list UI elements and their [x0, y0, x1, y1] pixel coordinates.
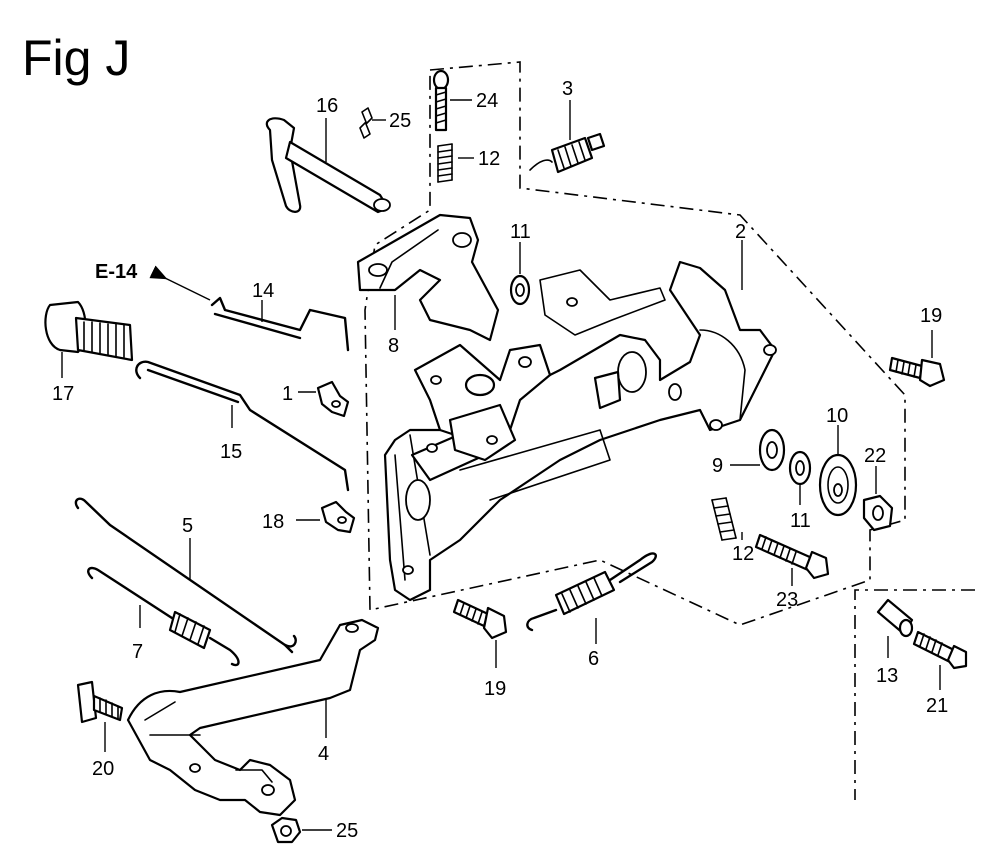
- spring-rod-part-7: [87, 566, 240, 667]
- callout-1: 1: [282, 383, 293, 405]
- callout-20: 20: [92, 758, 114, 780]
- nut-part-25: [270, 816, 302, 844]
- callout-15: 15: [220, 441, 242, 463]
- callout-11-lower: 11: [790, 510, 811, 532]
- screw-part-24: [432, 69, 450, 132]
- callout-19-upper: 19: [920, 305, 942, 327]
- callout-4: 4: [318, 743, 329, 765]
- callout-17: 17: [52, 383, 74, 405]
- figure-title: Fig J: [22, 30, 130, 86]
- callout-14: 14: [252, 280, 274, 302]
- washer-part-11-lower: [788, 450, 812, 486]
- governor-lever-plate: [413, 343, 552, 462]
- callout-23: 23: [776, 589, 798, 611]
- control-base-part-2: [383, 260, 777, 602]
- callout-18: 18: [262, 511, 284, 533]
- callout-16: 16: [316, 95, 338, 117]
- spring-part-12-top: [437, 143, 453, 183]
- callout-21: 21: [926, 695, 948, 717]
- callout-9: 9: [712, 455, 723, 477]
- governor-spring-part-6: [526, 552, 657, 632]
- callout-19-lower: 19: [484, 678, 506, 700]
- throttle-rod-part-15: [135, 360, 350, 492]
- bolt-part-20: [76, 680, 124, 724]
- callout-6: 6: [588, 648, 599, 670]
- spring-part-12-lower: [711, 497, 737, 541]
- callout-8: 8: [388, 335, 399, 357]
- flange-bolt-part-19-lower: [452, 598, 508, 640]
- nut-part-22: [862, 494, 894, 532]
- flange-bolt-part-19-upper: [888, 356, 946, 388]
- callout-12-lower: 12: [732, 543, 754, 565]
- callout-7: 7: [132, 641, 143, 663]
- callout-11-upper: 11: [510, 221, 531, 243]
- rod-part-14: [210, 296, 350, 352]
- callout-10: 10: [826, 405, 848, 427]
- clip-part-1: [316, 380, 350, 418]
- assembly-outline: [364, 61, 906, 626]
- callout-5: 5: [182, 515, 193, 537]
- callout-25: 25: [336, 820, 358, 842]
- throttle-lever-part-4: [126, 618, 380, 817]
- callout-13: 13: [876, 665, 898, 687]
- callout-24: 24: [476, 90, 498, 112]
- bolt-part-23: [754, 533, 830, 580]
- friction-disc-part-10: [818, 453, 858, 517]
- washer-part-11-upper: [509, 274, 531, 306]
- callout-2: 2: [735, 221, 746, 243]
- bolt-part-21: [912, 630, 968, 670]
- callout-3: 3: [562, 78, 573, 100]
- clip-part-18: [320, 500, 356, 534]
- rod-part-5: [74, 497, 297, 654]
- collar-part-13: [876, 598, 914, 638]
- washer-part-9: [758, 428, 786, 472]
- callout-12-top: 12: [478, 148, 500, 170]
- callout-26: 25: [389, 110, 411, 132]
- control-lever-part-16: [265, 117, 391, 214]
- inset-outline: [854, 589, 975, 800]
- callout-22: 22: [864, 445, 886, 467]
- spring-part-3: [529, 132, 606, 174]
- throttle-knob-part-17: [44, 300, 134, 362]
- clip-part-26: [359, 107, 373, 139]
- reference-e14: E-14: [95, 261, 138, 283]
- governor-arm-part-8: [356, 213, 500, 342]
